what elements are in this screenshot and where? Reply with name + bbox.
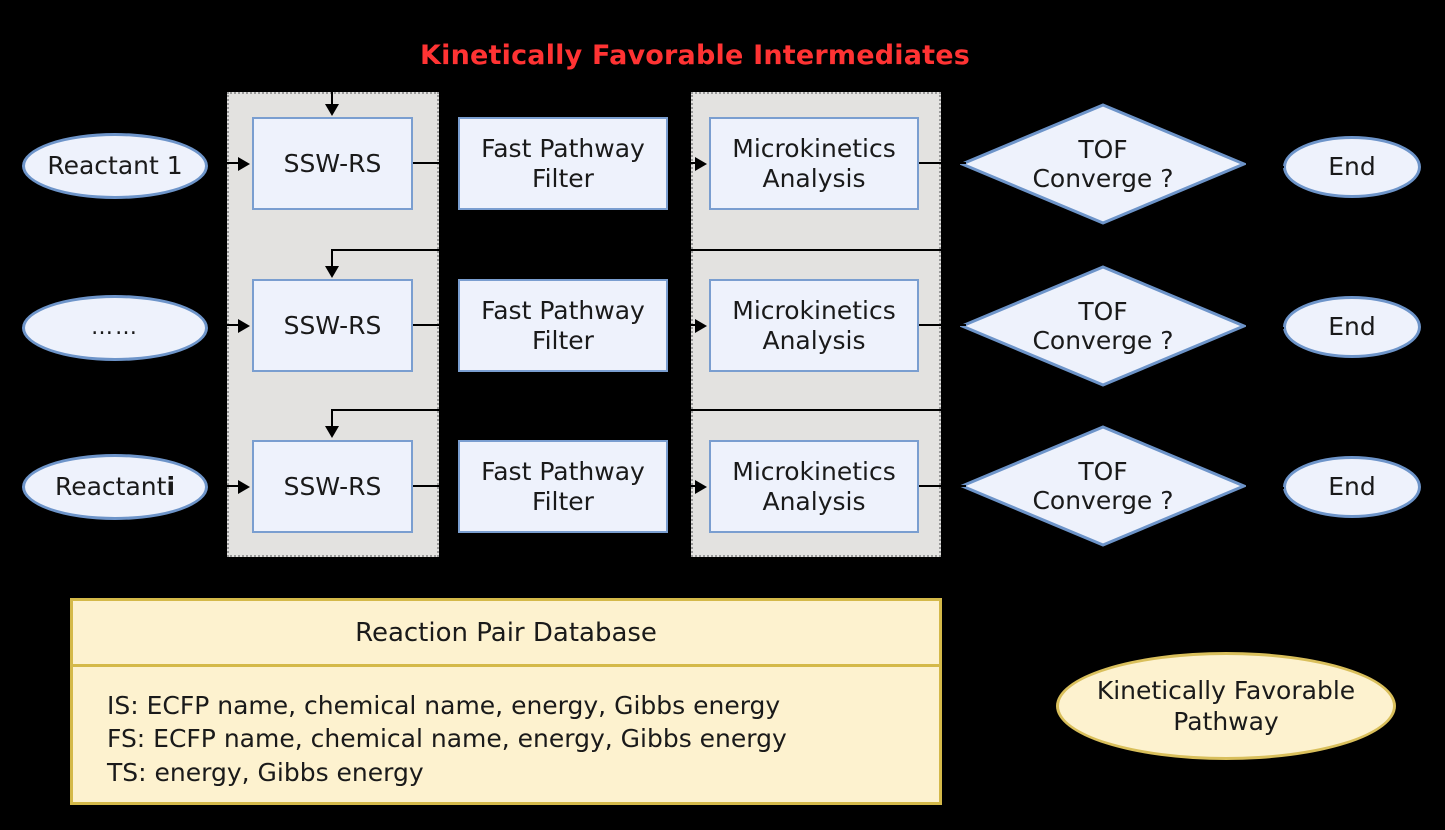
connector-reactant3-to-sswrs3 (213, 485, 240, 487)
end-oval-row2[interactable]: End (1283, 296, 1421, 358)
arrowhead-reactant2-to-sswrs2 (238, 319, 250, 333)
tof-converge-diamond-row2[interactable]: TOF Converge ? (960, 265, 1246, 387)
kinetically-favorable-pathway-oval[interactable]: Kinetically Favorable Pathway (1056, 652, 1396, 760)
database-line-is: IS: ECFP name, chemical name, energy, Gi… (107, 691, 781, 720)
arrowhead-feedback-into-sswrs3 (325, 426, 339, 438)
filter-label-line2: Filter (532, 163, 594, 193)
connector-feedback-row2-horizontal (331, 409, 941, 411)
connector-filter2-to-micro2 (668, 324, 697, 326)
filter-label-line2: Filter (532, 325, 594, 355)
microkinetics-label-line2: Analysis (762, 163, 866, 193)
database-line-ts: TS: energy, Gibbs energy (107, 757, 424, 787)
filter-label-line1: Fast Pathway (481, 296, 645, 325)
connector-sswrs-panel-to-database (265, 557, 267, 599)
diamond-shape-icon (960, 103, 1246, 225)
sswrs-box-row3[interactable]: SSW-RS (252, 440, 413, 533)
filter-label-line2: Filter (532, 486, 594, 516)
result-label-line2: Pathway (1173, 707, 1279, 736)
page-title: Kinetically Favorable Intermediates (420, 39, 971, 71)
microkinetics-analysis-box-row3[interactable]: Microkinetics Analysis (709, 440, 919, 533)
arrowhead-reactant3-to-sswrs3 (238, 480, 250, 494)
connector-micro2-to-diamond2 (919, 324, 966, 326)
arrowhead-feedback-into-sswrs2 (325, 266, 339, 278)
arrowhead-filter3-to-micro3 (695, 480, 707, 494)
connector-feedback-row1-vertical (331, 249, 333, 271)
connector-feedback-row1-horizontal (331, 249, 941, 251)
end-oval-row3[interactable]: End (1283, 456, 1421, 518)
tof-converge-diamond-row1[interactable]: TOF Converge ? (960, 103, 1246, 225)
connector-filter3-to-micro3 (668, 485, 697, 487)
arrowhead-reactant1-to-sswrs1 (238, 157, 250, 171)
arrowhead-top-into-sswrs1 (325, 104, 339, 116)
reactant-label-index: i (166, 471, 176, 501)
microkinetics-analysis-box-row1[interactable]: Microkinetics Analysis (709, 117, 919, 210)
reactant-label-prefix: Reactant (54, 471, 167, 501)
connector-reactant1-to-sswrs1 (213, 162, 240, 164)
fast-pathway-filter-box-row3[interactable]: Fast Pathway Filter (458, 440, 668, 533)
connector-diamond1-to-end1 (1246, 166, 1284, 168)
microkinetics-analysis-box-row2[interactable]: Microkinetics Analysis (709, 279, 919, 372)
connector-micro1-to-diamond1 (919, 162, 966, 164)
database-line-fs: FS: ECFP name, chemical name, energy, Gi… (107, 724, 787, 754)
filter-label-line1: Fast Pathway (481, 134, 645, 163)
connector-sswrs2-to-filter2 (413, 324, 458, 326)
filter-label-line1: Fast Pathway (481, 457, 645, 486)
microkinetics-label-line2: Analysis (762, 325, 866, 355)
reaction-pair-database-card[interactable]: Reaction Pair Database IS: ECFP name, ch… (70, 598, 942, 805)
reactant-oval-row1[interactable]: Reactant 1 (22, 133, 208, 199)
sswrs-box-row2[interactable]: SSW-RS (252, 279, 413, 372)
microkinetics-label-line1: Microkinetics (732, 134, 896, 163)
microkinetics-label-line1: Microkinetics (732, 457, 896, 486)
database-body: IS: ECFP name, chemical name, energy, Gi… (73, 667, 939, 789)
diamond-shape-icon (960, 425, 1246, 547)
arrowhead-filter1-to-micro1 (695, 157, 707, 171)
connector-filter1-to-micro1 (668, 162, 697, 164)
reactant-oval-row3[interactable]: Reactant i (22, 454, 208, 520)
connector-diamond2-to-end2 (1246, 327, 1284, 329)
fast-pathway-filter-box-row2[interactable]: Fast Pathway Filter (458, 279, 668, 372)
connector-top-into-sswrs1 (331, 60, 333, 106)
reactant-oval-row2[interactable]: …… (22, 295, 208, 361)
connector-feedback-row2-vertical (331, 409, 333, 431)
arrowhead-filter2-to-micro2 (695, 319, 707, 333)
microkinetics-label-line2: Analysis (762, 486, 866, 516)
connector-sswrs1-to-filter1 (413, 162, 458, 164)
database-title: Reaction Pair Database (73, 601, 939, 667)
sswrs-box-row1[interactable]: SSW-RS (252, 117, 413, 210)
fast-pathway-filter-box-row1[interactable]: Fast Pathway Filter (458, 117, 668, 210)
diamond-shape-icon (960, 265, 1246, 387)
connector-micro3-to-diamond3 (919, 485, 966, 487)
tof-converge-diamond-row3[interactable]: TOF Converge ? (960, 425, 1246, 547)
result-label-line1: Kinetically Favorable (1096, 675, 1356, 705)
end-oval-row1[interactable]: End (1283, 136, 1421, 198)
microkinetics-label-line1: Microkinetics (732, 296, 896, 325)
connector-reactant2-to-sswrs2 (213, 324, 240, 326)
connector-sswrs3-to-filter3 (413, 485, 458, 487)
connector-diamond3-to-end3 (1246, 487, 1284, 489)
